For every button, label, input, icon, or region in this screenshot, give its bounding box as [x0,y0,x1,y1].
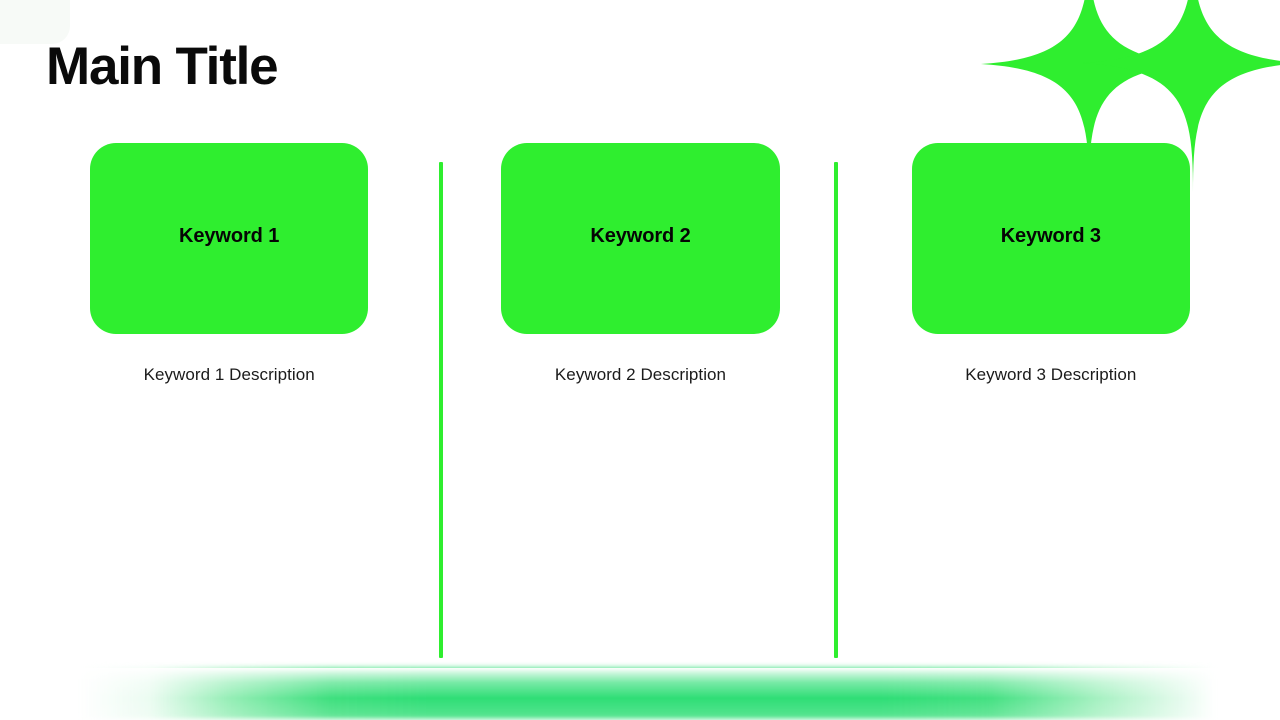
keyword-column: Keyword 3 Keyword 3 Description [867,143,1280,413]
keyword-description: Keyword 3 Description [965,365,1137,384]
vertical-divider [834,162,838,658]
vertical-divider [439,162,443,658]
keyword-columns: Keyword 1 Keyword 1 Description Keyword … [0,143,1280,413]
keyword-card-label: Keyword 2 [590,225,691,247]
keyword-column: Keyword 1 Keyword 1 Description [0,143,413,413]
keyword-card-label: Keyword 3 [1000,225,1101,247]
page-title: Main Title [46,37,279,96]
keyword-description: Keyword 1 Description [143,365,315,384]
keyword-column: Keyword 2 Keyword 2 Description [413,143,866,413]
keyword-description: Keyword 2 Description [554,365,727,384]
keyword-card[interactable]: Keyword 1 [90,143,369,334]
keyword-card[interactable]: Keyword 3 [911,143,1190,334]
bottom-gradient-band [0,668,1280,720]
keyword-card[interactable]: Keyword 2 [501,143,780,334]
keyword-card-label: Keyword 1 [179,225,280,247]
